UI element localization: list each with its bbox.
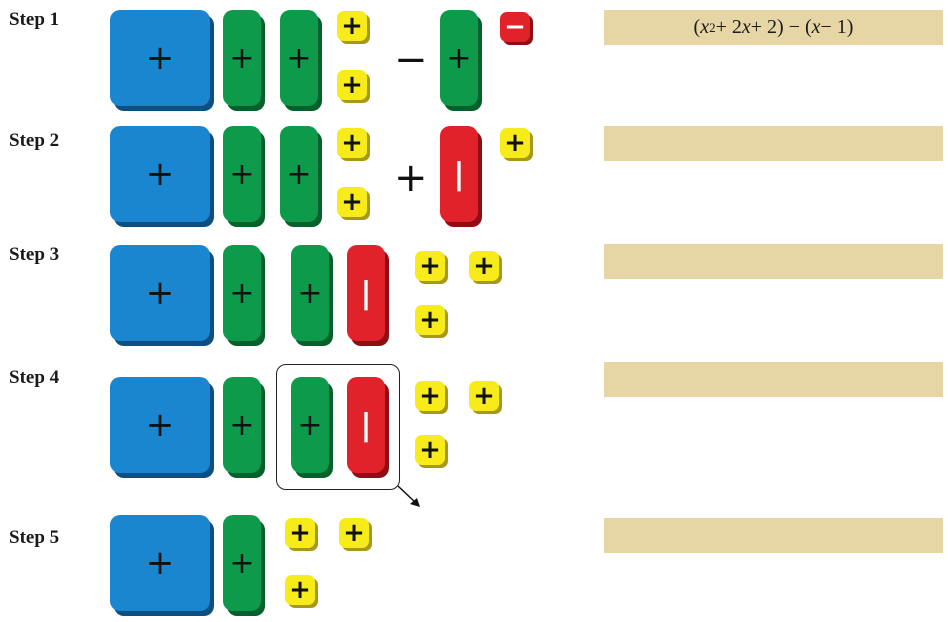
- x-tile: +: [280, 10, 318, 106]
- x-tile: +: [223, 10, 261, 106]
- answer-box-step-4: [604, 362, 943, 397]
- x-tile: +: [223, 377, 261, 473]
- unit-tile: +: [415, 381, 445, 411]
- x-tile: +: [291, 377, 329, 473]
- x-tile: +: [291, 245, 329, 341]
- unit-tile: +: [415, 305, 445, 335]
- negative-x-tile: |: [347, 377, 385, 473]
- step-4-label: Step 4: [9, 367, 59, 389]
- x-tile: +: [223, 126, 261, 222]
- answer-box-step-5: [604, 518, 943, 553]
- negative-x-tile: |: [440, 126, 478, 222]
- x-squared-tile: +: [110, 515, 210, 611]
- unit-tile: +: [339, 518, 369, 548]
- unit-tile: +: [337, 128, 367, 158]
- x-squared-tile: +: [110, 10, 210, 106]
- unit-tile: +: [285, 575, 315, 605]
- unit-tile: +: [337, 11, 367, 41]
- negative-x-tile: |: [347, 245, 385, 341]
- step-5-label: Step 5: [9, 527, 59, 549]
- x-tile: +: [440, 10, 478, 106]
- unit-tile: +: [469, 381, 499, 411]
- minus-operator: −: [394, 40, 428, 80]
- remove-arrow-icon: [396, 484, 426, 510]
- step-2-label: Step 2: [9, 130, 59, 152]
- answer-box-step-2: [604, 126, 943, 161]
- x-squared-tile: +: [110, 377, 210, 473]
- unit-tile: +: [337, 70, 367, 100]
- unit-tile: +: [285, 518, 315, 548]
- unit-tile: +: [415, 251, 445, 281]
- x-tile: +: [223, 245, 261, 341]
- answer-box-step-3: [604, 244, 943, 279]
- plus-operator: +: [394, 158, 428, 198]
- unit-tile: +: [415, 435, 445, 465]
- unit-tile: +: [469, 251, 499, 281]
- step-1-label: Step 1: [9, 9, 59, 31]
- negative-unit-tile: −: [500, 12, 530, 42]
- x-tile: +: [223, 515, 261, 611]
- unit-tile: +: [500, 128, 530, 158]
- x-squared-tile: +: [110, 126, 210, 222]
- step-3-label: Step 3: [9, 244, 59, 266]
- x-tile: +: [280, 126, 318, 222]
- unit-tile: +: [337, 187, 367, 217]
- x-squared-tile: +: [110, 245, 210, 341]
